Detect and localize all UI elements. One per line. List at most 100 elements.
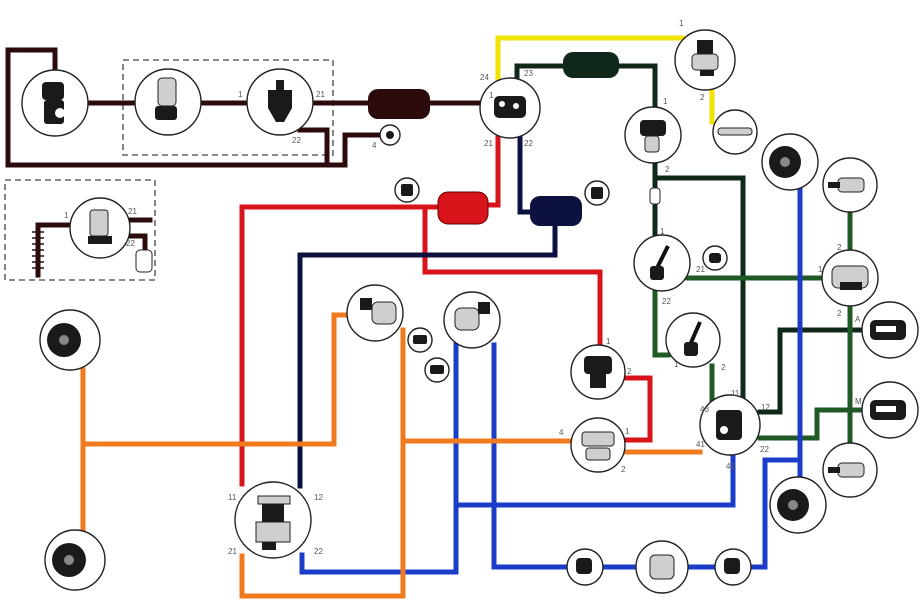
port-label: 2 xyxy=(837,309,842,318)
port-label: 22 xyxy=(126,239,135,248)
four-circuit-protection-valve[interactable] xyxy=(479,77,541,139)
check-valve[interactable] xyxy=(649,187,661,205)
coupling-head-a[interactable] xyxy=(861,301,919,359)
port-label: 21 xyxy=(228,547,237,556)
port-label: 11 xyxy=(228,493,237,502)
rear-relay-valve[interactable] xyxy=(443,291,501,349)
spring-brake-chamber-bottom[interactable] xyxy=(822,442,878,498)
port-label: 1 xyxy=(679,19,684,28)
pressure-regulator[interactable] xyxy=(246,68,314,136)
abs-valve-1[interactable] xyxy=(566,548,604,586)
alt-dryer-group-box xyxy=(4,179,156,281)
port-label: 21 xyxy=(484,139,493,148)
brake-42-pipe xyxy=(453,342,736,508)
parking-hand-valve[interactable] xyxy=(633,234,691,292)
rear-brake-pipe xyxy=(491,342,803,570)
front-brake-orange-pipe xyxy=(80,312,351,447)
heat-coil-icon xyxy=(32,231,44,269)
port-label: 22 xyxy=(314,547,323,556)
rear-reservoir xyxy=(530,196,582,226)
wheel-brake-top-right[interactable] xyxy=(761,133,819,191)
alt-dryer-22-pipe xyxy=(125,233,148,253)
port-label: 21 xyxy=(696,265,705,274)
regeneration-tank[interactable] xyxy=(135,249,153,273)
port-label: 12 xyxy=(314,493,323,502)
pressure-switch[interactable] xyxy=(702,245,728,271)
parking-22-pipe xyxy=(652,287,671,358)
coupling-head-m[interactable] xyxy=(861,381,919,439)
port-label: 2 xyxy=(665,165,670,174)
front-supply-pipe xyxy=(239,204,441,487)
relay-red-pipe xyxy=(621,375,653,443)
front-reservoir xyxy=(437,191,489,225)
auxiliary-cylinder[interactable] xyxy=(712,109,758,155)
supply-reservoir xyxy=(368,89,430,119)
port-label: M xyxy=(855,397,862,406)
port-label: 22 xyxy=(524,139,533,148)
port-label: 1 xyxy=(489,91,494,100)
spring-brake-chamber-top[interactable] xyxy=(822,157,878,213)
wheel-brake-top-left[interactable] xyxy=(39,309,101,371)
port-label: 1 xyxy=(818,265,823,274)
port-label: 41 xyxy=(696,440,705,449)
abs-valve-2[interactable] xyxy=(714,548,752,586)
dryer-regulator-group-box xyxy=(122,59,334,156)
quick-release-valve-1[interactable] xyxy=(407,327,433,353)
circuit-21-pipe xyxy=(483,135,501,208)
alt-air-dryer[interactable] xyxy=(69,197,131,259)
port-label: 2 xyxy=(627,367,632,376)
port-label: 22 xyxy=(292,136,301,145)
port-label: 1 xyxy=(663,97,668,106)
drain-valve-rear[interactable] xyxy=(584,180,610,206)
auxiliary-valve[interactable] xyxy=(674,29,736,91)
aux-yellow-pipe xyxy=(495,35,685,83)
brake-22-pipe xyxy=(299,502,459,575)
quick-release-valve-2[interactable] xyxy=(424,357,450,383)
port-label: A xyxy=(855,315,861,324)
spring-brake-relay-valve[interactable] xyxy=(821,249,879,307)
regulator-22-pipe xyxy=(297,127,330,168)
rear-supply-pipe xyxy=(297,222,558,489)
compressor[interactable] xyxy=(21,69,89,137)
port-labels: 1 21 22 4 24 23 1 21 22 1 2 1 2 1 21 22 … xyxy=(64,19,862,556)
circuit-22-pipe xyxy=(517,135,533,215)
trailer-12-pipe xyxy=(757,327,865,415)
port-label: 2 xyxy=(837,243,842,252)
drain-valve[interactable] xyxy=(379,124,401,146)
trailer-hand-valve[interactable] xyxy=(665,312,721,368)
wheel-brake-bottom-left[interactable] xyxy=(44,529,106,591)
port-label: 43 xyxy=(700,405,709,414)
supply-loop-pipe xyxy=(5,47,383,168)
load-sensing-valve[interactable] xyxy=(635,540,689,594)
pressure-limiting-valve[interactable] xyxy=(624,106,682,164)
port-label: 21 xyxy=(128,207,137,216)
port-label: 1 xyxy=(660,227,665,236)
relay-valve-red[interactable] xyxy=(570,344,626,400)
air-dryer[interactable] xyxy=(134,68,202,136)
trailer-supply-pipe xyxy=(652,175,746,401)
trailer-22-pipe xyxy=(757,407,865,441)
port-label: 1 xyxy=(606,337,611,346)
port-label: 21 xyxy=(316,90,325,99)
trailer-relay-valve[interactable] xyxy=(570,417,626,473)
port-label: 23 xyxy=(524,69,533,78)
trailer-control-red-pipe xyxy=(422,204,603,348)
trailer-control-valve[interactable] xyxy=(699,394,761,456)
port-label: 4 xyxy=(559,428,564,437)
front-relay-valve[interactable] xyxy=(346,284,404,342)
port-label: 4 xyxy=(372,141,377,150)
wheel-brake-bottom-right[interactable] xyxy=(769,476,827,534)
brake-valve[interactable] xyxy=(234,481,312,559)
port-label: 22 xyxy=(760,445,769,454)
port-label: 2 xyxy=(721,363,726,372)
port-label: 22 xyxy=(662,297,671,306)
port-label: 1 xyxy=(64,211,69,220)
port-label: 1 xyxy=(674,360,679,369)
port-label: 2 xyxy=(700,93,705,102)
drain-valve-front[interactable] xyxy=(394,177,420,203)
port-label: 1 xyxy=(238,90,243,99)
parking-reservoir xyxy=(563,52,619,78)
port-label: 2 xyxy=(621,465,626,474)
port-label: 42 xyxy=(726,462,735,471)
